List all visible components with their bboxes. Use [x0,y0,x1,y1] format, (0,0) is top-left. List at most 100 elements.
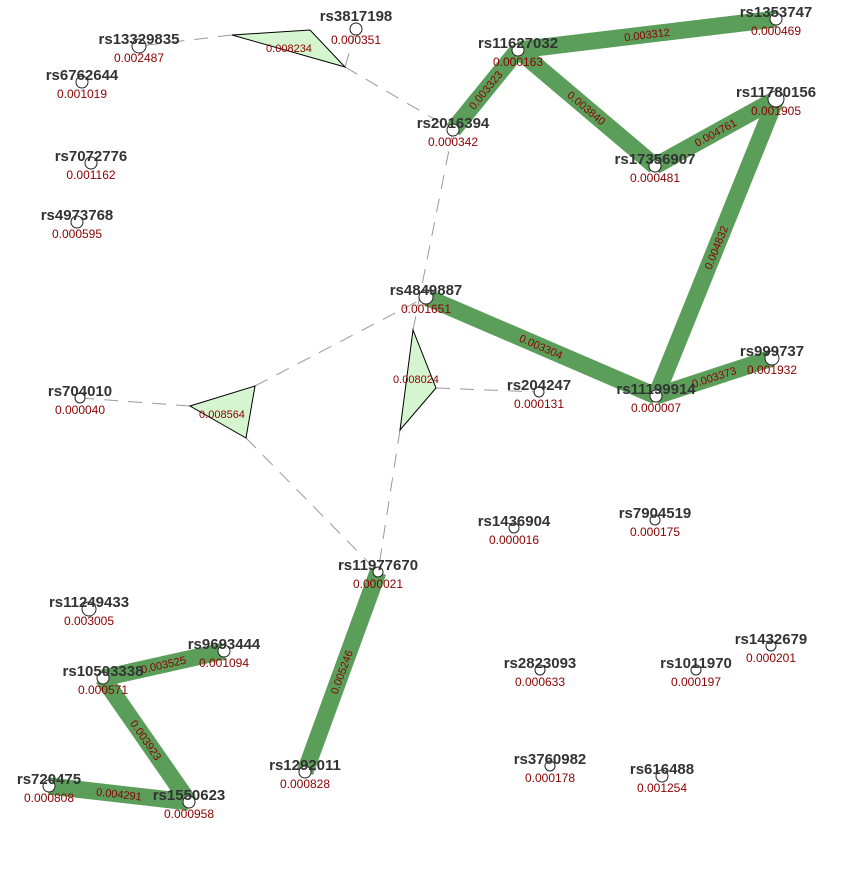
node-value-label: 0.000958 [164,807,214,821]
node-value-label: 0.000021 [353,577,403,591]
node-value-label: 0.000016 [489,533,539,547]
edge-rs2016394-rs11627032[interactable] [446,44,525,136]
node-name-label: rs11780156 [736,84,816,101]
node-value-label: 0.000342 [428,135,478,149]
node-rs204247[interactable] [533,386,545,398]
node-rs1436904[interactable] [508,522,520,534]
node-value-label: 0.001094 [199,656,249,670]
node-rs4973768[interactable] [70,215,84,229]
node-rs1011970[interactable] [690,664,702,676]
edge-rs720475-rs1550623[interactable] [48,777,190,811]
edge-rs11199914-rs999737[interactable] [653,349,775,405]
dashed-link-2-2 [377,429,401,573]
dashed-link-1-1 [254,296,427,387]
node-rs17356907[interactable] [648,159,662,173]
node-value-label: 0.000163 [493,55,543,69]
node-rs11199914[interactable] [649,389,663,403]
node-rs4849887[interactable] [418,289,434,305]
node-value-label: 0.000197 [671,675,721,689]
node-value-label: 0.000571 [78,683,128,697]
node-value-label: 0.000351 [331,33,381,47]
node-value-label: 0.001932 [747,363,797,377]
node-value-label: 0.000201 [746,651,796,665]
dashed-link-0-0 [138,34,233,47]
node-name-label: rs4973768 [41,207,114,224]
edge-rs4849887-rs11199914[interactable] [422,289,660,404]
edge-rs11627032-rs17356907[interactable] [512,43,661,173]
node-rs11249433[interactable] [81,601,97,617]
node-value-label: 0.001651 [401,302,451,316]
edge-rs10503338-rs9693444[interactable] [101,642,226,687]
node-name-label: rs1550623 [153,787,226,804]
edge-rs11627032-rs1353747[interactable] [516,10,778,59]
triangle-value-label: 0.008024 [393,374,439,386]
node-rs9693444[interactable] [217,644,231,658]
node-value-label: 0.000469 [751,24,801,38]
node-name-label: rs7904519 [619,505,692,522]
triangle-0[interactable] [231,29,347,68]
node-name-label: rs2823093 [504,655,577,672]
node-value-label: 0.000178 [525,771,575,785]
node-name-label: rs17356907 [615,151,696,168]
node-value-label: 0.000633 [515,675,565,689]
node-rs704010[interactable] [74,392,86,404]
edge-value-label: 0.004291 [95,786,142,803]
node-name-label: rs1432679 [735,631,808,648]
node-rs3760982[interactable] [544,760,556,772]
node-rs3817198[interactable] [349,22,363,36]
edge-rs17356907-rs11780156[interactable] [650,91,781,174]
triangle-value-label: 0.008564 [199,409,245,421]
node-rs7904519[interactable] [649,514,661,526]
node-name-label: rs204247 [507,377,571,394]
node-name-label: rs10503338 [63,663,144,680]
node-name-label: rs616488 [630,761,694,778]
node-name-label: rs1353747 [740,4,813,21]
node-rs1550623[interactable] [182,795,196,809]
node-value-label: 0.000828 [280,777,330,791]
edge-value-label: 0.003323 [467,69,505,112]
node-value-label: 0.000007 [631,401,681,415]
node-name-label: rs11627032 [478,35,558,52]
node-name-label: rs4849887 [390,282,463,299]
node-rs10503338[interactable] [96,671,110,685]
node-rs720475[interactable] [42,779,56,793]
node-name-label: rs13329835 [99,31,180,48]
edge-rs11977670-rs1292011[interactable] [297,569,386,775]
node-rs11977670[interactable] [372,566,384,578]
node-value-label: 0.000481 [630,171,680,185]
node-value-label: 0.001162 [66,168,115,182]
node-rs7072776[interactable] [84,156,98,170]
triangles-layer: 0.008234 0.008564 0.008024 [188,29,439,439]
triangle-2[interactable] [399,328,437,432]
node-value-label: 0.000131 [514,397,564,411]
nodes-layer: rs38171980.000351rs133298350.002487rs676… [17,4,816,821]
node-rs13329835[interactable] [131,38,147,54]
node-name-label: rs11249433 [49,594,129,611]
triangle-1[interactable] [188,385,256,439]
node-value-label: 0.000808 [24,791,74,805]
node-name-label: rs7072776 [55,148,128,165]
node-name-label: rs3760982 [514,751,587,768]
node-rs1432679[interactable] [765,640,777,652]
dashed-link-2-1 [435,387,540,393]
node-value-label: 0.003005 [64,614,114,628]
triangle-value-label: 0.008234 [266,43,312,55]
node-name-label: rs11977670 [338,557,418,574]
dashed-link-0-2 [344,66,454,131]
node-rs1353747[interactable] [769,12,783,26]
node-value-label: 0.000175 [630,525,680,539]
node-rs1292011[interactable] [298,765,312,779]
dashed-link-1-2 [245,437,379,573]
node-name-label: rs3817198 [320,8,393,25]
node-rs11780156[interactable] [767,90,785,108]
node-value-label: 0.001254 [637,781,687,795]
edge-rs10503338-rs1550623[interactable] [96,673,196,807]
node-rs999737[interactable] [764,350,780,366]
node-rs2823093[interactable] [534,664,546,676]
edge-rs11780156-rs11199914[interactable] [648,95,784,400]
node-rs616488[interactable] [655,769,669,783]
dashed-link-1-0 [79,397,191,407]
node-rs2016394[interactable] [446,123,460,137]
node-rs6762644[interactable] [75,75,89,89]
node-rs11627032[interactable] [511,43,525,57]
